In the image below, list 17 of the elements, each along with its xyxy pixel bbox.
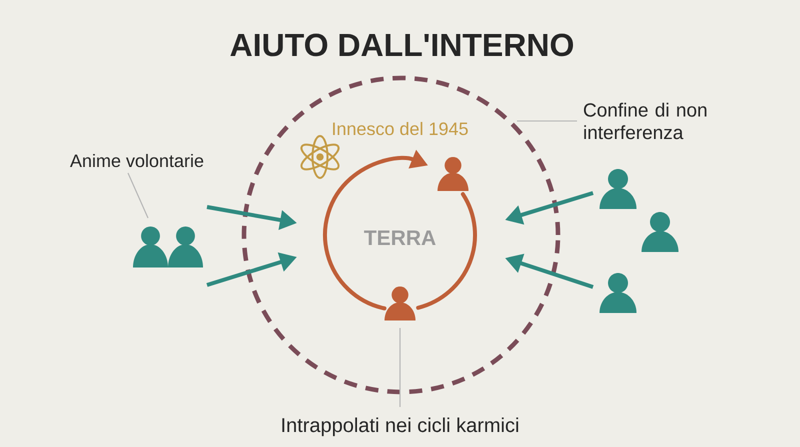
dashed-circle — [242, 76, 560, 394]
callout-text: Intrappolati nei cicli karmici — [282, 418, 518, 436]
caption-text: Innesco del 1945 — [333, 122, 468, 136]
person-icon — [600, 273, 636, 313]
person-icon — [600, 169, 636, 209]
center-label: TERRA — [364, 230, 436, 245]
callout-text: Confine di non interferenza — [584, 102, 706, 140]
curved-line — [416, 192, 477, 310]
leader-line — [128, 172, 148, 218]
person-icon — [642, 212, 678, 252]
title: AIUTO DALL'INTERNO — [230, 34, 574, 56]
people-icon — [133, 226, 203, 268]
person-icon — [384, 286, 416, 320]
person-icon — [438, 157, 468, 191]
leader-line — [517, 120, 577, 122]
leader-line — [399, 328, 401, 407]
callout-text: Anime volontarie — [70, 154, 204, 168]
